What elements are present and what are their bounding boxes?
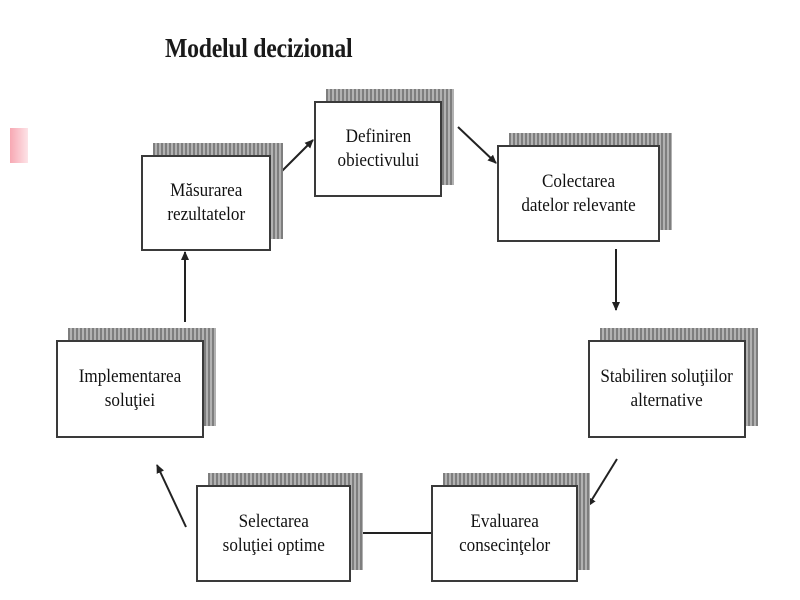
node-label-line: datelor relevante (521, 194, 636, 216)
node-evaluarea-consecintelor: Evaluarea consecinţelor (431, 473, 590, 582)
node-colectarea-datelor: Colectarea datelor relevante (497, 133, 672, 242)
node-label-line: soluţiei optime (222, 534, 325, 556)
node-stabilirea-solutiilor: Stabiliren soluţiilor alternative (588, 328, 758, 438)
node-implementarea-solutiei: Implementarea soluţiei (56, 328, 216, 438)
node-label-line: Selectarea (238, 510, 309, 532)
node-label-line: obiectivului (337, 150, 419, 171)
node-label-line: Măsurarea (169, 180, 243, 201)
node-selectarea-solutiei: Selectarea soluţiei optime (196, 473, 363, 582)
node-label-line: Evaluarea (470, 510, 539, 532)
diagram-title: Modelul decizional (165, 33, 353, 63)
node-label-line: consecinţelor (458, 534, 551, 556)
node-label-line: Stabiliren soluţiilor (600, 366, 734, 387)
arrow-definire-to-colectare (457, 126, 497, 164)
node-label-line: Colectarea (541, 170, 616, 192)
slide-accent-bar (10, 128, 28, 163)
arrow-stabilire-to-evaluare (587, 458, 618, 507)
node-label-line: alternative (630, 390, 704, 411)
node-masurarea-rezultatelor: Măsurarea rezultatelor (141, 143, 283, 251)
node-label-line: Implementarea (78, 366, 182, 387)
node-label-line: soluţiei (104, 390, 156, 411)
arrow-selectare-to-implementare (156, 464, 187, 528)
node-definirea-obiectivului: Definiren obiectivului (314, 89, 454, 197)
node-label-line: Definiren (345, 126, 411, 147)
node-label-line: rezultatelor (167, 204, 245, 225)
